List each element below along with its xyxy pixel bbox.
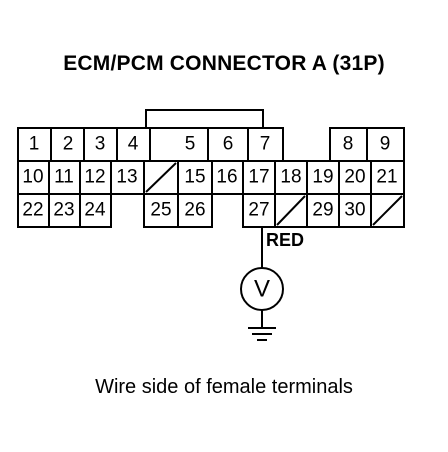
pin-label-7: 7 [260, 134, 271, 155]
blank-slash-28 [276, 195, 306, 226]
wire-color-label: RED [266, 230, 304, 250]
blank-slash-14 [145, 162, 177, 193]
pin-label-3: 3 [95, 134, 106, 155]
pin-cell-24 [79, 193, 112, 228]
pin-label-26: 26 [184, 200, 205, 221]
pin-label-16: 16 [216, 167, 237, 188]
blank-slash-31 [372, 195, 403, 226]
pin-label-23: 23 [53, 200, 74, 221]
pin-label-18: 18 [280, 167, 301, 188]
pin-label-12: 12 [84, 167, 105, 188]
diagram-caption: Wire side of female terminals [95, 376, 353, 398]
pin-label-5: 5 [185, 134, 196, 155]
pin-label-11: 11 [54, 167, 74, 188]
pin-label-20: 20 [344, 167, 365, 188]
pin-label-8: 8 [343, 134, 354, 155]
pin-label-13: 13 [116, 167, 137, 188]
voltmeter-icon: V [254, 276, 270, 303]
pin-label-6: 6 [223, 134, 234, 155]
pin-label-29: 29 [312, 200, 333, 221]
pin-label-10: 10 [22, 167, 43, 188]
pin-cell-26 [177, 193, 213, 228]
pin-label-15: 15 [184, 167, 205, 188]
pin-cell-31-blank [370, 193, 405, 228]
pin-label-22: 22 [22, 200, 43, 221]
connector-lock-tab [145, 109, 264, 128]
pin-label-27: 27 [248, 200, 269, 221]
pin-label-25: 25 [150, 200, 171, 221]
pin-label-21: 21 [376, 167, 397, 188]
pin-label-30: 30 [344, 200, 365, 221]
pin-label-1: 1 [29, 134, 40, 155]
diagram-title: ECM/PCM CONNECTOR A (31P) [63, 52, 385, 75]
pin-cell-5 [149, 127, 209, 162]
pin-label-2: 2 [63, 134, 74, 155]
pin-label-9: 9 [380, 134, 391, 155]
pin-label-4: 4 [128, 134, 139, 155]
pin-label-24: 24 [84, 200, 106, 221]
pin-label-19: 19 [312, 167, 333, 188]
pin-label-17: 17 [248, 167, 269, 188]
